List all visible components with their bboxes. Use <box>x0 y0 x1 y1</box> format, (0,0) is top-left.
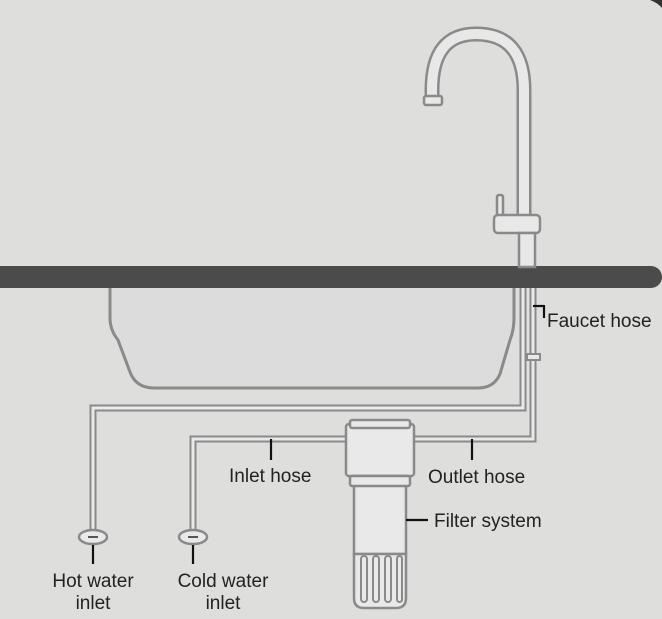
cold-water-inlet-line1: Cold water <box>177 571 269 592</box>
faucet-hose-label: Faucet hose <box>547 311 652 332</box>
filter-system <box>344 418 416 610</box>
hot-water-inlet-line1: Hot water <box>52 571 134 592</box>
countertop <box>0 266 662 288</box>
hot-water-valve <box>77 528 109 546</box>
hot-water-inlet-line2: inlet <box>75 593 111 614</box>
filter-housing <box>352 474 408 556</box>
cold-water-inlet-line2: inlet <box>205 593 241 614</box>
outlet-hose-label: Outlet hose <box>428 467 526 488</box>
faucet <box>422 26 542 269</box>
faucet-nozzle <box>422 94 444 107</box>
faucet-hoses <box>89 288 541 532</box>
faucet-handle <box>495 193 505 219</box>
cold-water-valve <box>177 528 209 546</box>
hose-connector <box>526 353 541 361</box>
callout-lines <box>91 304 546 564</box>
sink-basin <box>108 288 516 390</box>
cold-water-inlet-label: Cold water inlet <box>152 571 294 615</box>
filter-system-label: Filter system <box>434 511 542 532</box>
faucet-base <box>492 213 542 235</box>
filter-head <box>344 422 416 478</box>
inlet-hose-label: Inlet hose <box>229 466 312 487</box>
inlet-hose <box>189 435 346 532</box>
corner-shadow <box>650 0 662 8</box>
hot-water-inlet-label: Hot water inlet <box>22 571 164 615</box>
faucet-shank <box>517 231 537 269</box>
